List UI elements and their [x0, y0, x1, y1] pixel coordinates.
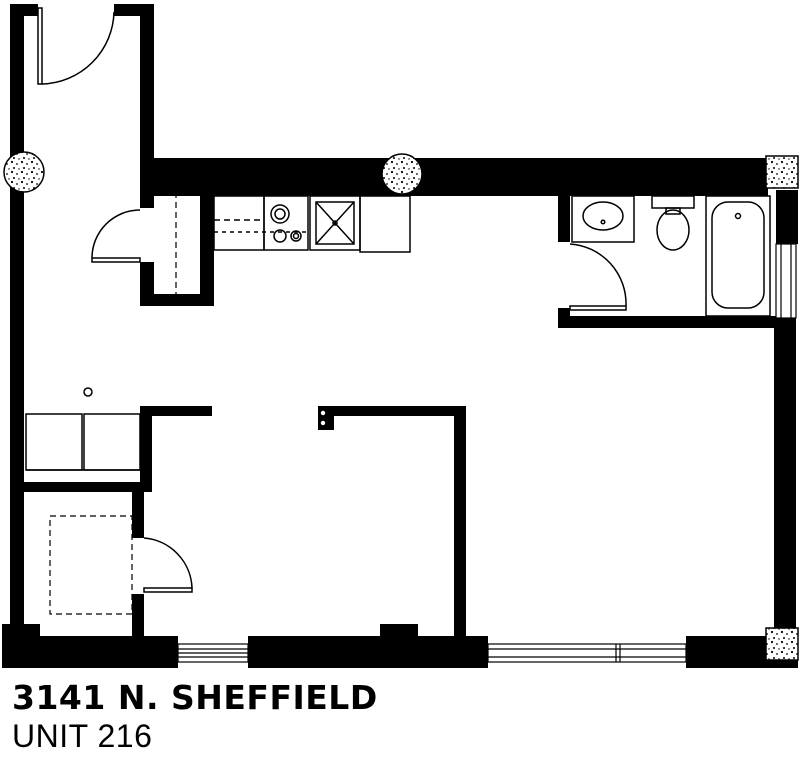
laundry [25, 387, 141, 471]
wall-top-main [140, 158, 768, 196]
wall-lower-closet-right-low [132, 594, 144, 638]
wall-right-exterior [774, 318, 796, 648]
wall-bottom [2, 636, 178, 668]
counter [213, 195, 265, 251]
wall-bedroom-right [454, 406, 466, 638]
walls [2, 4, 798, 668]
unit-label: UNIT 216 [12, 718, 153, 754]
door-swing-icon [143, 537, 193, 593]
column-icon [381, 153, 423, 195]
doors [37, 7, 627, 593]
window-icon [487, 643, 687, 663]
door-swing-icon [91, 209, 141, 263]
wall-closet-bottom [140, 294, 214, 306]
dryer [83, 413, 141, 471]
column-icon [765, 155, 799, 189]
column-icon [3, 151, 45, 193]
wall-bottom-notch [380, 624, 418, 638]
wall-closet-left [140, 170, 154, 208]
toilet-icon [651, 195, 695, 251]
kitchen [213, 195, 411, 253]
closet-shelves [49, 172, 177, 615]
electrical-box [318, 406, 334, 430]
sink-icon [309, 195, 361, 251]
light-fixture [83, 387, 93, 397]
wall-entry-top-right [114, 4, 154, 16]
floor-plan [2, 4, 799, 668]
sink-icon [571, 195, 635, 243]
wall-bedroom-top-left [140, 406, 212, 416]
washer [25, 413, 83, 471]
wall-bath-door-jamb [558, 308, 570, 328]
windows [177, 243, 797, 663]
refrigerator [359, 195, 411, 253]
window-icon [177, 643, 249, 663]
wall-entry-top-left [24, 4, 38, 16]
address-title: 3141 N. SHEFFIELD [12, 678, 378, 717]
wall-closet-right [200, 170, 214, 306]
wall-lower-closet-right [132, 482, 144, 538]
wall-bath-left [558, 190, 570, 242]
columns [3, 151, 799, 661]
stove-icon [263, 195, 309, 251]
wall-left-exterior [10, 4, 24, 636]
wall-bottom-mid [248, 636, 488, 668]
wall-bedroom-top-right [318, 406, 464, 416]
wall-bedroom-left [140, 406, 152, 490]
wall-right-upper [776, 190, 798, 244]
door-swing-icon [569, 243, 627, 311]
door-swing-icon [37, 7, 116, 85]
wall-lower-closet-top [24, 482, 152, 492]
bathroom [571, 195, 771, 317]
window-icon [775, 243, 797, 319]
wall-bath-bottom [558, 316, 788, 328]
bathtub-icon [705, 195, 771, 317]
wall-entry-corridor [140, 4, 154, 174]
column-icon [765, 627, 799, 661]
